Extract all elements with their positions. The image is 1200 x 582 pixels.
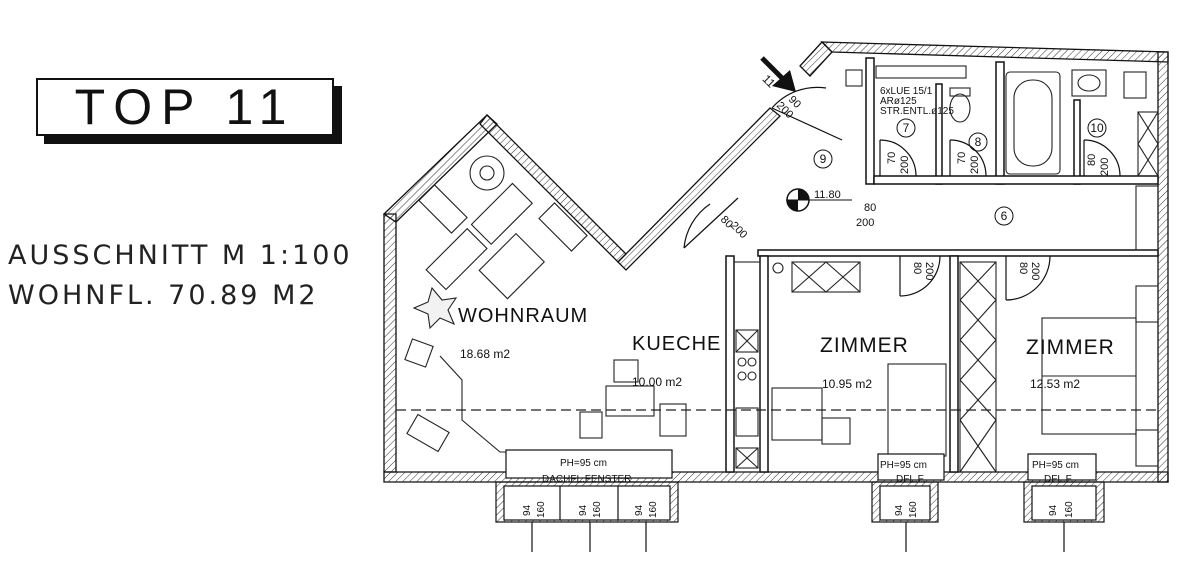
window-4-w: 94: [894, 504, 905, 516]
room-number-6: 6: [1001, 209, 1008, 223]
room-name-zimmer-2: ZIMMER: [1026, 336, 1115, 359]
door-zimmer2-width: 80: [1017, 262, 1029, 274]
window-ph-1: PH=95 cm: [560, 458, 607, 469]
room-number-10: 10: [1090, 121, 1104, 135]
door-bad-height: 200: [969, 156, 981, 174]
door-zimmer1-height: 200: [923, 262, 935, 280]
interior-walls: [725, 57, 1159, 473]
window-dfl-2: DFL.F.: [1044, 474, 1073, 485]
room-number-7: 7: [903, 121, 910, 135]
room-size-kueche: 10.00 m2: [632, 375, 682, 389]
window-ph-3: PH=95 cm: [1032, 460, 1079, 471]
living-area-label: WOHNFL. 70.89 M2: [8, 280, 319, 311]
roof-windows: [495, 449, 1105, 552]
room-labels: WOHNRAUM 18.68 m2 KUECHE 10.00 m2 ZIMMER…: [458, 305, 1115, 391]
door-zimmer1-width: 80: [911, 262, 923, 274]
door-wc-width: 70: [886, 152, 898, 164]
window-5-w: 94: [1048, 504, 1059, 516]
window-dachfenster: DACHFL.FENSTER: [542, 474, 631, 485]
entrance-arrow-icon: [760, 56, 796, 92]
room-size-zimmer-1: 10.95 m2: [822, 377, 872, 391]
plan-title: TOP 11: [74, 79, 296, 135]
furniture: [404, 65, 1159, 473]
door-dimensions: 90 200 80 200 80 200 80 200 80 200 70 20…: [718, 94, 1111, 281]
technical-notes: 6xLUE 15/1 ARø125 STR.ENTL.ø125 11.80: [814, 86, 954, 201]
room-name-wohnraum: WOHNRAUM: [458, 305, 588, 327]
door-vorraum-width: 80: [864, 202, 876, 214]
room-number-9: 9: [820, 152, 827, 166]
door-abstell-width: 80: [1086, 154, 1098, 166]
room-numbers: 9 6 7 8 10 11: [759, 72, 1107, 226]
height-mark-value: 11.80: [814, 189, 841, 201]
vent-note-line-1: 6xLUE 15/1: [880, 86, 933, 97]
exterior-walls: [382, 41, 1169, 483]
room-number-8: 8: [975, 135, 982, 149]
window-dfl-1: DFL.F.: [896, 474, 925, 485]
window-5-h: 160: [1064, 501, 1075, 518]
door-abstell-height: 200: [1099, 158, 1111, 176]
window-3-h: 160: [648, 501, 659, 518]
door-wc-height: 200: [899, 156, 911, 174]
doors: [683, 86, 1121, 301]
room-size-zimmer-2: 12.53 m2: [1030, 377, 1080, 391]
room-name-zimmer-1: ZIMMER: [820, 334, 909, 357]
window-3-w: 94: [634, 504, 645, 516]
window-labels: PH=95 cm DACHFL.FENSTER PH=95 cm DFL.F. …: [522, 458, 1079, 518]
room-size-wohnraum: 18.68 m2: [460, 347, 510, 361]
height-mark-icon: [786, 188, 852, 212]
vent-note-line-2: ARø125: [880, 96, 917, 107]
scale-label: AUSSCHNITT M 1:100: [8, 240, 353, 271]
window-1-w: 94: [522, 504, 533, 516]
door-bad-width: 70: [956, 152, 968, 164]
room-name-kueche: KUECHE: [632, 333, 721, 355]
window-4-h: 160: [908, 501, 919, 518]
title-box: [36, 78, 334, 136]
window-ph-2: PH=95 cm: [880, 460, 927, 471]
window-1-h: 160: [536, 501, 547, 518]
door-vorraum-height: 200: [856, 217, 874, 229]
door-zimmer2-height: 200: [1029, 262, 1041, 280]
vent-note-line-3: STR.ENTL.ø125: [880, 106, 954, 117]
window-2-h: 160: [592, 501, 603, 518]
window-2-w: 94: [578, 504, 589, 516]
